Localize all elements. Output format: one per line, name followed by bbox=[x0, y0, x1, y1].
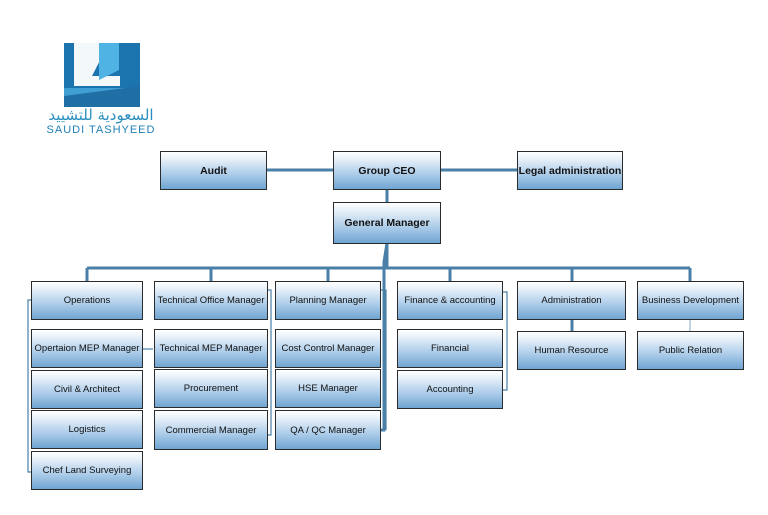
saudi-tashyeed-logo bbox=[64, 43, 140, 107]
node-planning-manager[interactable]: Planning Manager bbox=[275, 281, 381, 320]
node-chef-land-surveying[interactable]: Chef Land Surveying bbox=[31, 451, 143, 490]
connector-ops-bracket bbox=[27, 299, 31, 473]
node-civil-architect[interactable]: Civil & Architect bbox=[31, 370, 143, 409]
node-general-manager[interactable]: General Manager bbox=[333, 202, 441, 244]
logo-arabic-text: السعودية للتشييد bbox=[48, 106, 154, 124]
node-cost-control-manager[interactable]: Cost Control Manager bbox=[275, 329, 381, 368]
node-business-development[interactable]: Business Development bbox=[637, 281, 744, 320]
node-legal-administration[interactable]: Legal administration bbox=[517, 151, 623, 190]
node-public-relation[interactable]: Public Relation bbox=[637, 331, 744, 370]
node-technical-mep-manager[interactable]: Technical MEP Manager bbox=[154, 329, 268, 368]
connector-fin-bracket bbox=[503, 291, 508, 391]
logo-english-text: SAUDI TASHYEED bbox=[46, 124, 156, 136]
connector-gm-branch bbox=[380, 242, 389, 432]
node-opertaion-mep-manager[interactable]: Opertaion MEP Manager bbox=[31, 329, 143, 368]
node-human-resource[interactable]: Human Resource bbox=[517, 331, 626, 370]
node-group-ceo[interactable]: Group CEO bbox=[333, 151, 441, 190]
node-audit[interactable]: Audit bbox=[160, 151, 267, 190]
node-technical-office-manager[interactable]: Technical Office Manager bbox=[154, 281, 268, 320]
node-accounting[interactable]: Accounting bbox=[397, 370, 503, 409]
connector-plan-bracket bbox=[381, 289, 387, 430]
node-financial[interactable]: Financial bbox=[397, 329, 503, 368]
node-commercial-manager[interactable]: Commercial Manager bbox=[154, 410, 268, 450]
node-hse-manager[interactable]: HSE Manager bbox=[275, 369, 381, 408]
node-operations[interactable]: Operations bbox=[31, 281, 143, 320]
node-finance-accounting[interactable]: Finance & accounting bbox=[397, 281, 503, 320]
node-procurement[interactable]: Procurement bbox=[154, 369, 268, 408]
node-logistics[interactable]: Logistics bbox=[31, 410, 143, 449]
node-administration[interactable]: Administration bbox=[517, 281, 626, 320]
connector-tech-bracket bbox=[268, 289, 272, 436]
node-qa-qc-manager[interactable]: QA / QC Manager bbox=[275, 410, 381, 450]
